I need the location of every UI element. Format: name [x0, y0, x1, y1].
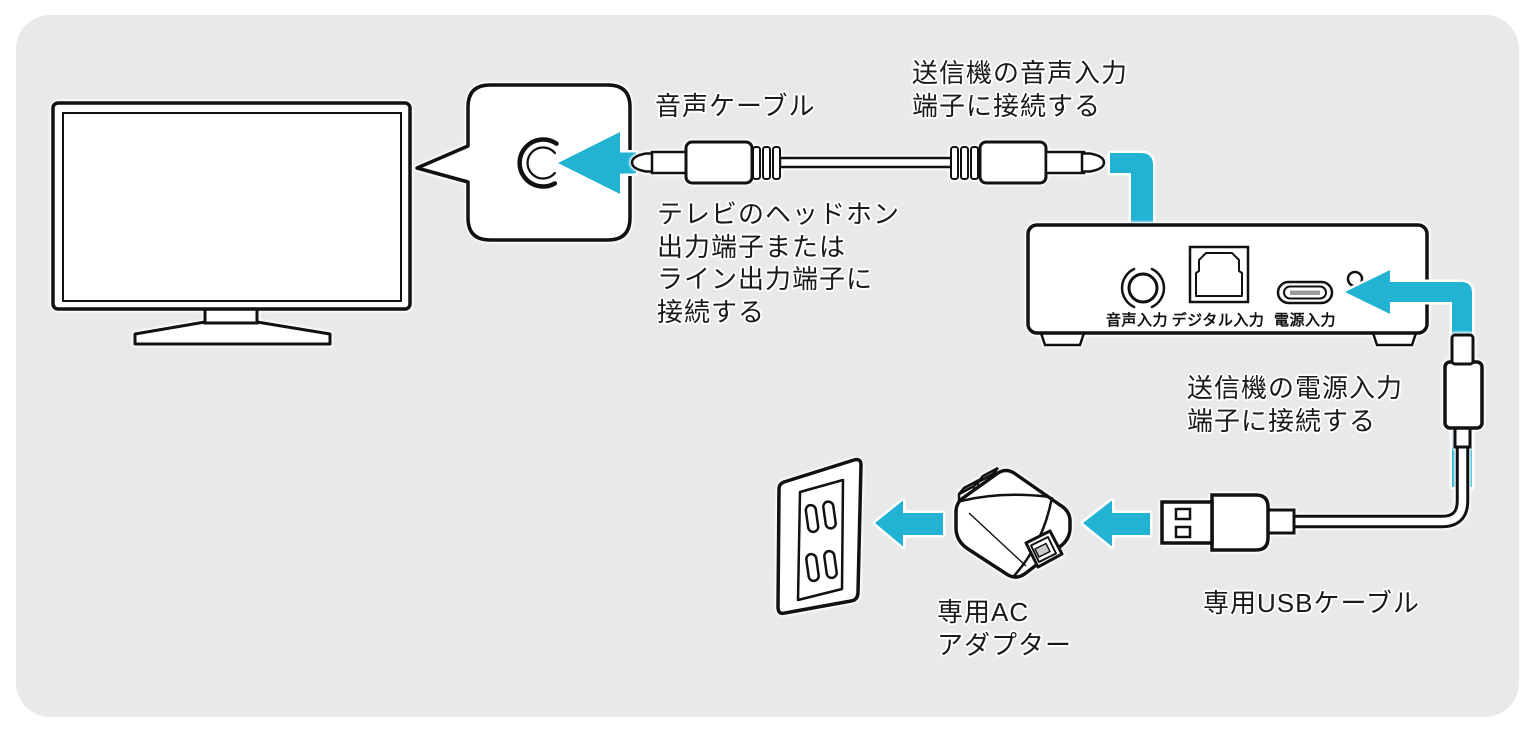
usbc-plug-tip [1450, 333, 1475, 366]
usba-plug-body [1210, 493, 1270, 552]
port-label-audio-input: 音声入力 [1105, 312, 1169, 329]
optical-port-inner [1195, 252, 1243, 297]
audio-plug-left-body [684, 140, 754, 185]
port-label-power-input: 電源入力 [1273, 312, 1337, 329]
usbc-plug-neck [1453, 425, 1472, 449]
audio-input-jack-icon [1127, 272, 1159, 304]
audio-plug-left-shaft [650, 150, 692, 175]
usb-cable [1160, 333, 1484, 552]
audio-plug-right-body [978, 140, 1048, 185]
usb-cable-cord-outline [1294, 446, 1470, 529]
usba-plug-neck [1266, 508, 1296, 535]
speech-bubble [415, 83, 632, 242]
ac-adapter-icon [954, 466, 1072, 579]
audio-plug-right-shaft [1044, 150, 1086, 175]
outlet-slot [822, 500, 837, 530]
headphone-jack-inner-ring [526, 146, 556, 180]
audio-cable-label: 音声ケーブル [655, 91, 816, 121]
arrow-left-into-outlet-icon [872, 498, 946, 549]
tv-stand-base [133, 320, 332, 346]
audio-cable [630, 140, 1106, 185]
usb-cable-label: 専用USBケーブル [1203, 588, 1420, 618]
usb-cable-cord [1294, 446, 1467, 526]
port-label-digital-input: デジタル入力 [1171, 312, 1265, 329]
wall-outlet-icon [776, 457, 863, 616]
transmitter-power-instruction: 送信機の電源入力 端子に接続する [1187, 373, 1404, 436]
audio-plug-right-tip [1080, 152, 1106, 173]
outlet-slot [804, 503, 820, 534]
transmitter-box [1026, 223, 1429, 347]
audio-cable-cord [778, 156, 954, 169]
arrow-left-into-adapter-icon [1080, 498, 1153, 549]
transmitter-audio-instruction: 送信機の音声入力 端子に接続する [912, 58, 1129, 121]
ac-adapter-label: 専用AC アダプター [937, 597, 1073, 660]
audio-plug-left-tip [630, 152, 656, 173]
tv-icon [51, 101, 412, 346]
outlet-face [796, 478, 845, 602]
headphone-jack-icon [517, 137, 559, 189]
tv-screen [62, 112, 402, 302]
outlet-slot [823, 549, 838, 580]
usbc-plug-body [1443, 360, 1484, 430]
outlet-slot [805, 552, 820, 583]
tv-output-instruction: テレビのヘッドホン 出力端子または ライン出力端子に 接続する [657, 199, 901, 327]
tv-jack-callout [415, 83, 632, 242]
